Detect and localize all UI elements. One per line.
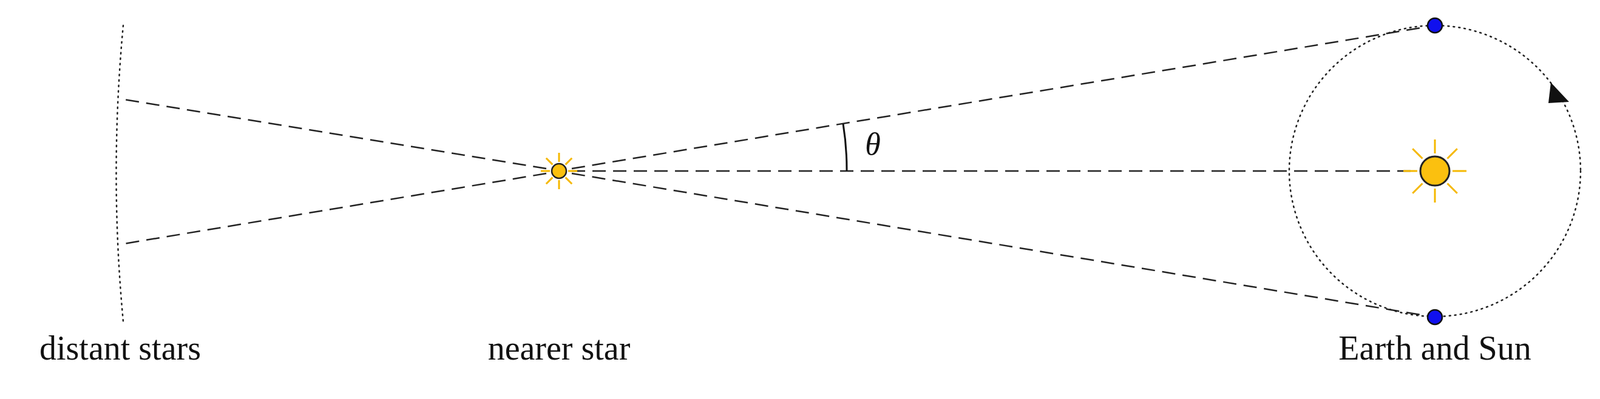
star-ray xyxy=(1412,183,1423,194)
sight-line xyxy=(571,170,1415,173)
star-ray xyxy=(565,158,573,166)
earth xyxy=(1427,18,1443,33)
part-label: Earth and Sun xyxy=(1338,330,1531,368)
sight-line xyxy=(571,173,1428,317)
star-ray xyxy=(1452,170,1467,173)
sun xyxy=(1420,156,1450,186)
distant-stars-arc xyxy=(116,25,124,322)
star-ray xyxy=(1447,183,1458,194)
earth xyxy=(1427,310,1443,325)
star-ray xyxy=(1434,188,1437,203)
star-ray xyxy=(1412,148,1423,159)
star-ray xyxy=(1447,148,1458,159)
star-ray xyxy=(546,158,553,166)
star-ray xyxy=(1434,139,1437,154)
star-ray xyxy=(1403,170,1418,173)
star-ray xyxy=(565,177,573,185)
angle-label: θ xyxy=(864,126,881,162)
nearer-star xyxy=(551,163,567,179)
part-label: nearer star xyxy=(488,330,631,368)
earth-orbit xyxy=(1289,25,1581,317)
sight-line xyxy=(571,26,1428,169)
star-ray xyxy=(546,177,553,185)
star-ray xyxy=(568,170,578,173)
angle-arc xyxy=(843,123,847,172)
orbit-arrow xyxy=(1548,82,1570,104)
star-ray xyxy=(558,152,561,163)
part-label: distant stars xyxy=(39,330,201,368)
star-ray xyxy=(558,180,561,190)
sight-line xyxy=(120,173,547,245)
star-ray xyxy=(540,170,550,173)
sight-line xyxy=(120,98,547,169)
